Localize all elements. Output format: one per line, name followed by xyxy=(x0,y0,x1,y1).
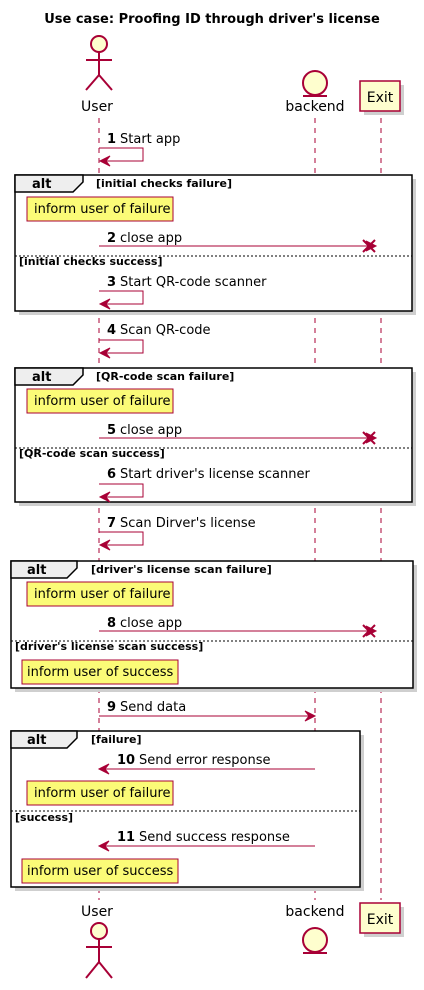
note-inform-failure xyxy=(26,388,174,414)
entity-icon xyxy=(302,927,328,953)
backend-label-top: backend xyxy=(285,99,344,115)
svg-text:Start QR-code scanner: Start QR-code scanner xyxy=(120,275,267,290)
svg-text:10: 10 xyxy=(117,753,135,768)
guard-label: [success] xyxy=(15,811,73,824)
svg-text:6: 6 xyxy=(107,467,116,482)
alt-label: alt xyxy=(27,563,46,578)
guard-label: [initial checks success] xyxy=(19,255,162,268)
note-inform-success xyxy=(21,858,179,884)
message-1: 1 Start app xyxy=(98,132,180,167)
svg-text:7: 7 xyxy=(107,516,116,531)
svg-text:Scan QR-code: Scan QR-code xyxy=(120,323,211,338)
user-actor-bottom: User xyxy=(81,904,113,979)
svg-text:Start app: Start app xyxy=(120,132,180,147)
alt-label: alt xyxy=(27,733,46,748)
svg-text:inform user of failure: inform user of failure xyxy=(34,587,171,602)
message-4: 4 Scan QR-code xyxy=(98,323,211,359)
svg-text:1: 1 xyxy=(107,132,116,147)
entity-icon xyxy=(302,70,328,96)
guard-label: [initial checks failure] xyxy=(96,177,232,190)
message-9: 9 Send data xyxy=(99,700,317,722)
svg-text:close app: close app xyxy=(120,616,182,631)
svg-text:close app: close app xyxy=(120,231,182,246)
svg-text:close app: close app xyxy=(120,423,182,438)
guard-label: [QR-code scan failure] xyxy=(96,370,234,383)
note-inform-failure xyxy=(26,196,174,222)
svg-text:Scan Dirver's license: Scan Dirver's license xyxy=(120,516,256,531)
svg-text:inform user of success: inform user of success xyxy=(27,864,174,879)
svg-text:3: 3 xyxy=(107,275,116,290)
svg-text:Send success response: Send success response xyxy=(139,830,290,845)
guard-label: [QR-code scan success] xyxy=(19,447,165,460)
svg-text:Send data: Send data xyxy=(120,700,186,715)
svg-text:Send error response: Send error response xyxy=(139,753,271,768)
note-inform-failure xyxy=(26,581,174,607)
note-inform-success xyxy=(21,659,179,685)
alt-fragment-1: alt [initial checks failure] inform user… xyxy=(14,174,416,315)
guard-label: [driver's license scan success] xyxy=(15,640,203,653)
alt-fragment-2: alt [QR-code scan failure] inform user o… xyxy=(14,367,416,506)
exit-participant-bottom: Exit xyxy=(359,902,404,937)
guard-label: [driver's license scan failure] xyxy=(91,563,272,576)
svg-text:inform user of failure: inform user of failure xyxy=(34,394,171,409)
backend-entity-bottom: backend xyxy=(285,904,345,954)
svg-text:9: 9 xyxy=(107,700,116,715)
svg-text:4: 4 xyxy=(107,323,116,338)
user-label-top: User xyxy=(81,99,113,115)
diagram-title: Use case: Proofing ID through driver's l… xyxy=(44,12,380,27)
exit-label-top: Exit xyxy=(367,90,394,106)
backend-entity-top: backend xyxy=(285,70,345,115)
svg-text:Start driver's license scanner: Start driver's license scanner xyxy=(120,467,310,482)
svg-text:2: 2 xyxy=(107,231,116,246)
alt-fragment-4: alt [failure] 10 Send error response inf… xyxy=(10,730,364,891)
user-label-bottom: User xyxy=(81,904,113,920)
note-inform-failure xyxy=(26,780,174,806)
svg-text:11: 11 xyxy=(117,830,135,845)
svg-text:5: 5 xyxy=(107,423,116,438)
exit-participant-top: Exit xyxy=(359,80,404,115)
alt-fragment-3: alt [driver's license scan failure] info… xyxy=(10,560,417,692)
svg-text:inform user of failure: inform user of failure xyxy=(34,786,171,801)
guard-label: [failure] xyxy=(91,733,142,746)
user-actor-icon xyxy=(90,922,108,940)
message-7: 7 Scan Dirver's license xyxy=(98,516,256,551)
user-actor-icon xyxy=(90,35,108,53)
svg-text:inform user of success: inform user of success xyxy=(27,665,174,680)
backend-label-bottom: backend xyxy=(285,904,344,920)
alt-label: alt xyxy=(32,370,51,385)
svg-text:inform user of failure: inform user of failure xyxy=(34,202,171,217)
alt-label: alt xyxy=(32,177,51,192)
user-actor-top: User xyxy=(81,35,113,115)
svg-text:8: 8 xyxy=(107,616,116,631)
exit-label-bottom: Exit xyxy=(367,912,394,928)
